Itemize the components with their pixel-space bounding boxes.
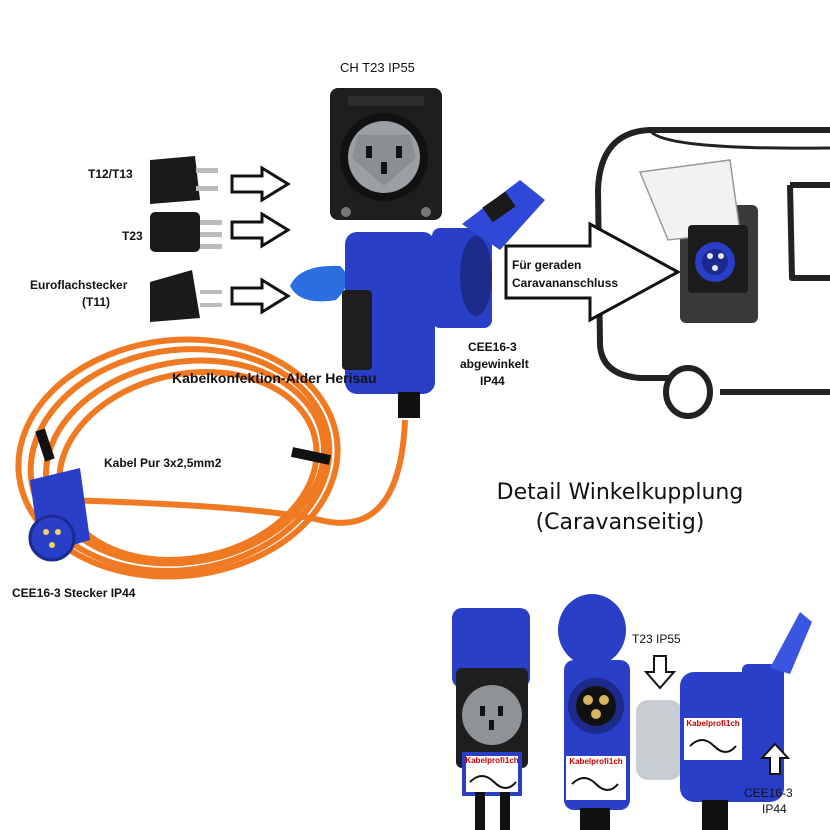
label-cee-bottom-2: IP44 xyxy=(762,802,787,816)
down-arrow-t23 xyxy=(643,655,677,690)
label-euro-t11: (T11) xyxy=(82,295,111,309)
detail-socket-2 xyxy=(558,594,630,830)
cee-plug xyxy=(28,468,90,562)
label-t23-ip55: T23 IP55 xyxy=(632,632,681,646)
detail-title-line1: Detail Winkelkupplung xyxy=(496,480,744,505)
label-cee-bottom-1: CEE16-3 xyxy=(744,786,793,800)
arrow-to-caravan xyxy=(504,221,682,323)
small-arrows xyxy=(230,165,291,315)
caravan-drawing xyxy=(595,127,830,419)
label-t23: T23 xyxy=(122,229,143,243)
detail-socket-3 xyxy=(636,612,812,830)
label-cee-plug: CEE16-3 Stecker IP44 xyxy=(12,586,136,600)
label-cee-angled-3: IP44 xyxy=(480,374,505,388)
label-euro: Euroflachstecker xyxy=(30,278,128,292)
label-t12: T12/T13 xyxy=(88,167,133,181)
plug-t12 xyxy=(150,156,218,204)
cable-ties xyxy=(35,428,332,465)
plug-euro xyxy=(150,270,222,322)
caravan-inlet xyxy=(638,159,758,323)
brand-label-2: Kabelprofi1ch xyxy=(569,757,623,766)
detail-title-line2: (Caravanseitig) xyxy=(535,510,705,535)
label-cee-angled-2: abgewinkelt xyxy=(460,357,529,371)
ch-t23-socket xyxy=(330,88,442,220)
detail-socket-1 xyxy=(452,608,530,830)
label-cable: Kabel Pur 3x2,5mm2 xyxy=(104,456,222,470)
label-arrow-line2: Caravananschluss xyxy=(512,276,619,290)
brand-label-1: Kabelprofi1ch xyxy=(465,756,519,765)
label-cee-angled-1: CEE16-3 xyxy=(468,340,517,354)
label-arrow-line1: Für geraden xyxy=(512,258,582,272)
angled-coupling xyxy=(290,180,545,418)
label-ch-t23: CH T23 IP55 xyxy=(340,60,415,75)
watermark: Kabelkonfektion-Alder Herisau xyxy=(172,370,377,386)
brand-label-3: Kabelprofi1ch xyxy=(686,719,740,728)
plug-t23 xyxy=(150,212,222,252)
up-arrow-cee xyxy=(759,742,791,775)
